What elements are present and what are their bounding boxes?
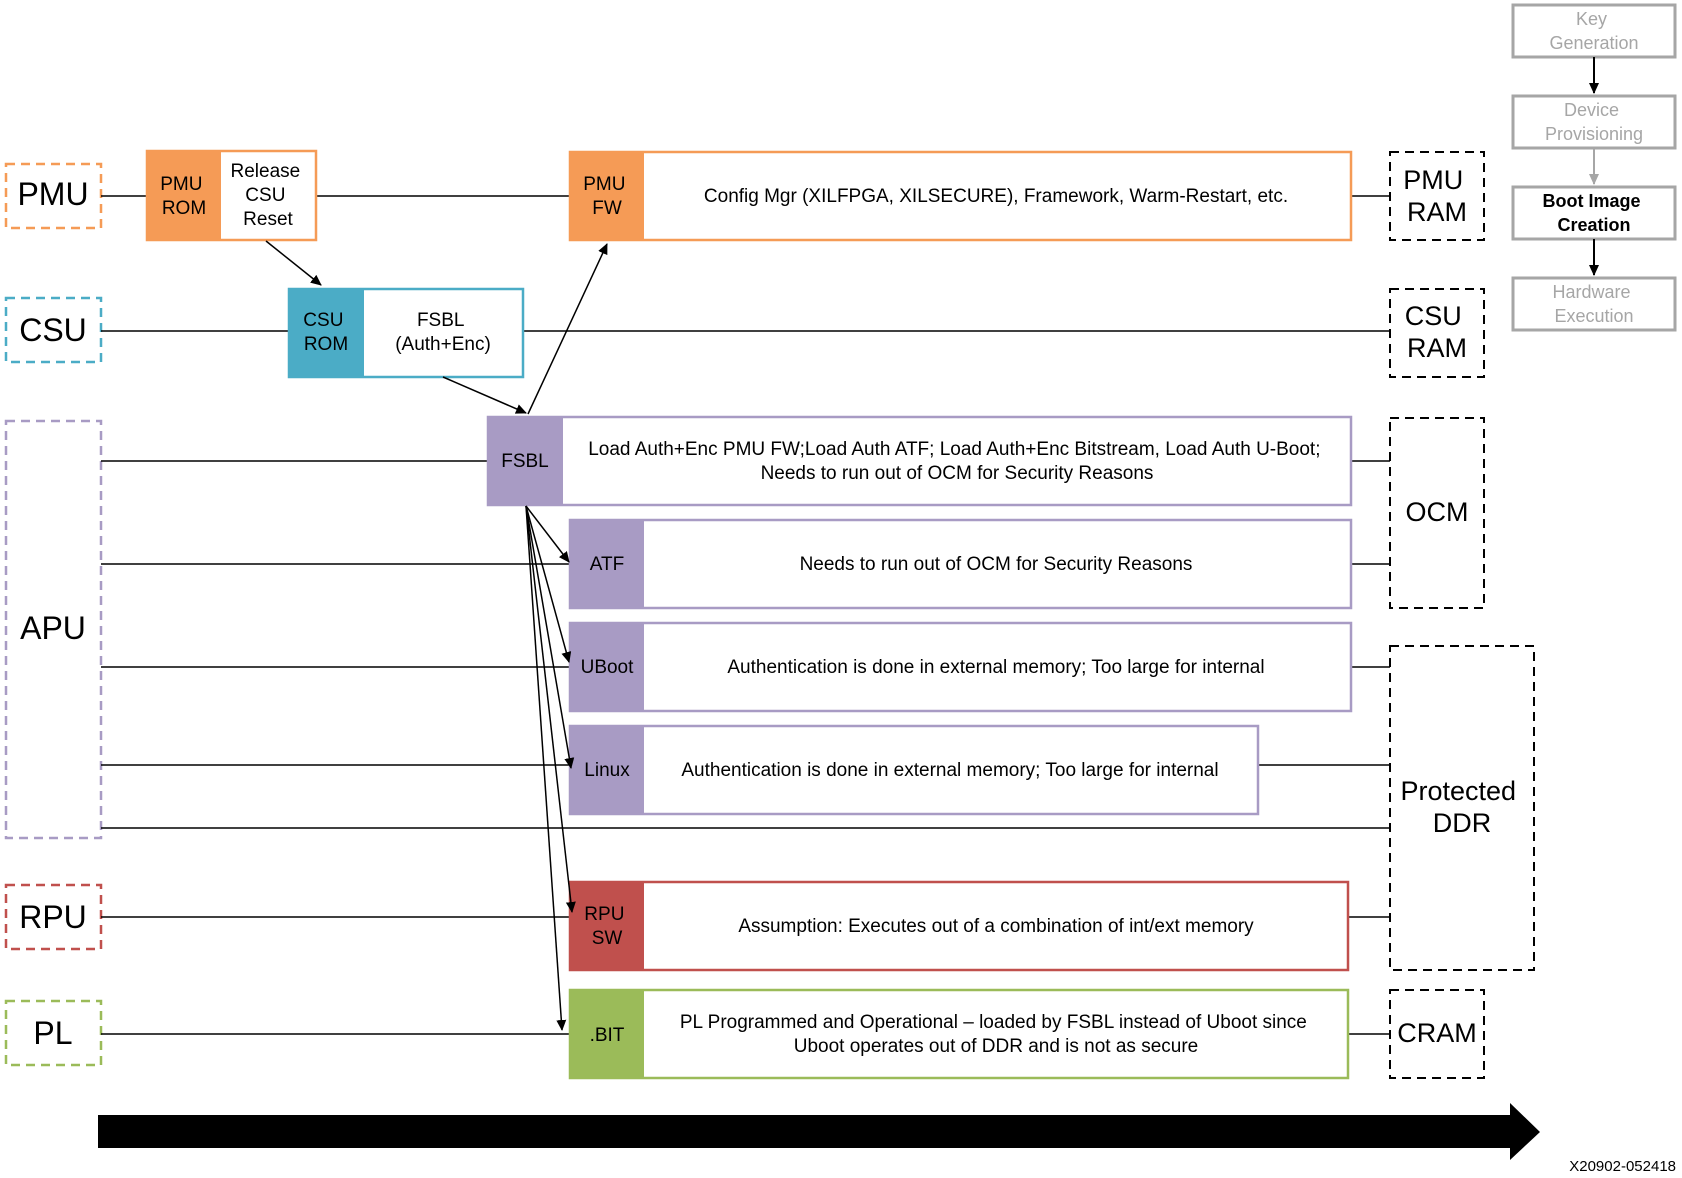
uboot-label: UBoot: [581, 657, 635, 678]
arrow-fsbl-to-linux: [525, 505, 575, 769]
rpu-sw-label: RPU SW: [584, 904, 629, 949]
flow-step-device-provisioning: Device Provisioning: [1511, 94, 1677, 150]
block-linux: Linux Authentication is done in external…: [568, 724, 1260, 816]
fsbl-auth-enc-label: FSBL (Auth+Enc): [395, 310, 491, 355]
unit-pmu: PMU: [4, 162, 103, 230]
memory-csu-ram: CSU RAM: [1389, 288, 1485, 378]
flow-arrows: [265, 240, 608, 1031]
csu-rom-label: CSU ROM: [303, 310, 348, 355]
svg-text:Device Provisioning: Device Provisioning: [1545, 100, 1643, 144]
unit-label-pl: PL: [33, 1015, 72, 1051]
linux-label: Linux: [584, 760, 630, 781]
block-rpu-sw: RPU SW Assumption: Executes out of a com…: [568, 880, 1350, 972]
unit-label-csu: CSU: [19, 312, 87, 348]
flow-steps: Key Generation Device Provisioning Boot …: [1511, 3, 1677, 332]
bit-description: PL Programmed and Operational – loaded b…: [680, 1012, 1312, 1057]
svg-text:Key Generation: Key Generation: [1549, 9, 1638, 53]
unit-label-apu: APU: [20, 610, 86, 646]
block-pmu-rom: PMU ROM Release CSU Reset: [145, 149, 318, 242]
time-arrow: [98, 1103, 1540, 1160]
flow-step-key-generation: Key Generation: [1511, 3, 1677, 59]
uboot-description: Authentication is done in external memor…: [727, 657, 1264, 678]
atf-label: ATF: [590, 554, 624, 575]
arrow-fsbl-to-uboot: [525, 505, 572, 663]
arrow-csu-to-fsbl: [442, 376, 527, 414]
release-csu-reset-label: Release CSU Reset: [231, 161, 306, 230]
flow-step-hardware-execution: Hardware Execution: [1511, 276, 1677, 332]
block-uboot: UBoot Authentication is done in external…: [568, 621, 1353, 713]
atf-description: Needs to run out of OCM for Security Rea…: [800, 554, 1193, 575]
block-bit: .BIT PL Programmed and Operational – loa…: [568, 988, 1350, 1080]
unit-csu: CSU: [4, 296, 103, 364]
arrow-fsbl-to-rpu-sw: [525, 505, 576, 913]
flow-step-boot-image-creation: Boot Image Creation: [1511, 185, 1677, 241]
figure-id: X20902-052418: [1569, 1158, 1676, 1175]
pmu-rom-label: PMU ROM: [160, 174, 208, 219]
block-csu-rom: CSU ROM FSBL (Auth+Enc): [287, 287, 525, 379]
svg-text:CSU RAM: CSU RAM: [1405, 301, 1470, 363]
arrow-fsbl-to-pmu-fw: [527, 243, 608, 415]
unit-apu: APU: [4, 419, 103, 840]
pmu-fw-description: Config Mgr (XILFPGA, XILSECURE), Framewo…: [704, 186, 1288, 207]
fsbl-description: Load Auth+Enc PMU FW;Load Auth ATF; Load…: [588, 439, 1326, 484]
linux-description: Authentication is done in external memor…: [681, 760, 1218, 781]
pmu-fw-label: PMU FW: [583, 174, 631, 219]
unit-pl: PL: [4, 999, 103, 1067]
memory-protected-ddr: Protected DDR: [1389, 645, 1535, 971]
timeline-lines: [101, 195, 1390, 1035]
svg-text:Hardware Execution: Hardware Execution: [1552, 282, 1635, 326]
svg-text:PMU RAM: PMU RAM: [1403, 165, 1471, 227]
arrow-fsbl-to-bit: [525, 505, 567, 1031]
block-pmu-fw: PMU FW Config Mgr (XILFPGA, XILSECURE), …: [568, 150, 1353, 242]
bit-label: .BIT: [590, 1025, 625, 1046]
svg-text:OCM: OCM: [1406, 497, 1469, 527]
svg-text:Protected DDR: Protected DDR: [1400, 776, 1523, 838]
unit-label-rpu: RPU: [19, 899, 87, 935]
arrow-pmu-rom-to-csu-rom: [265, 240, 322, 286]
block-atf: ATF Needs to run out of OCM for Security…: [568, 518, 1353, 610]
memory-ocm: OCM: [1389, 417, 1485, 609]
unit-rpu: RPU: [4, 883, 103, 951]
memory-pmu-ram: PMU RAM: [1389, 151, 1485, 241]
block-fsbl: FSBL Load Auth+Enc PMU FW;Load Auth ATF;…: [486, 415, 1353, 507]
unit-label-pmu: PMU: [17, 176, 88, 212]
fsbl-label: FSBL: [501, 451, 549, 472]
rpu-sw-description: Assumption: Executes out of a combinatio…: [738, 916, 1254, 937]
svg-text:CRAM: CRAM: [1397, 1018, 1477, 1048]
memory-cram: CRAM: [1389, 989, 1485, 1079]
arrow-fsbl-to-atf: [525, 505, 570, 563]
svg-text:Boot Image Creation: Boot Image Creation: [1542, 191, 1645, 235]
